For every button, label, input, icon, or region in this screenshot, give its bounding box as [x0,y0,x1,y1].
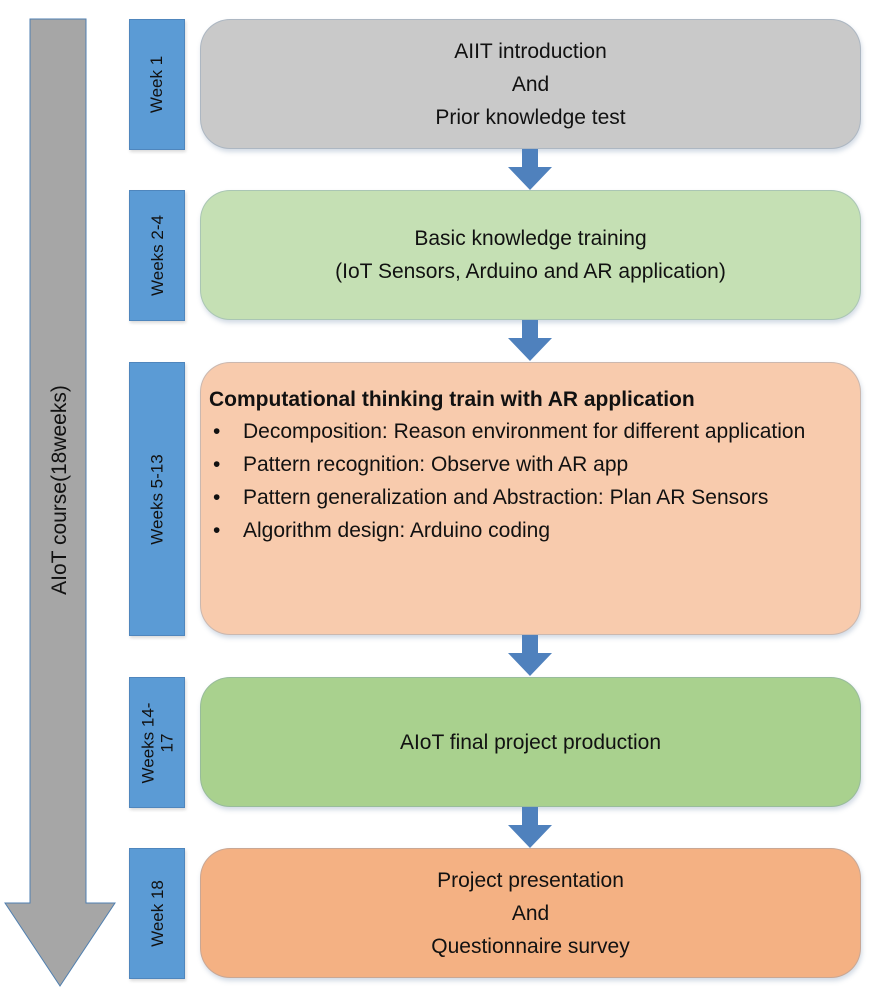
stage-text-line: Questionnaire survey [431,934,630,958]
stage-box-final-project: AIoT final project production [200,677,861,807]
list-item: • Decomposition: Reason environment for d… [209,415,805,448]
flow-arrow-down-icon [508,320,552,361]
flow-arrow-down-icon [508,807,552,848]
course-label-text: AIoT course(18weeks) [48,385,72,595]
stage-text-line: Basic knowledge training [414,227,647,250]
stage-text-line: AIoT final project production [399,730,662,754]
list-item: • Pattern generalization and Abstraction:… [209,481,805,514]
week-tab-label-line1: Weeks 14- [138,702,158,783]
bullet-icon: • [213,486,221,509]
week-tab-4: Weeks 14- 17 [129,677,185,808]
stage-text-line: (IoT Sensors, Arduino and AR application… [335,260,726,283]
week-tab-3: Weeks 5-13 [129,362,185,636]
bullet-icon: • [213,519,221,542]
week-tab-label: Weeks 5-13 [147,453,167,545]
stage-text-line: And [511,72,550,96]
course-label: AIoT course(18weeks) [30,350,90,630]
stage-text-line: AIIT introduction [454,39,607,63]
bullet-icon: • [213,453,221,476]
stage-text-line: Prior knowledge test [435,105,626,129]
week-tab-5: Week 18 [129,848,185,979]
stage-box-intro: AIIT introduction And Prior knowledge te… [200,19,861,149]
bullet-icon: • [213,420,221,443]
list-item-text: Pattern recognition: Observe with AR app [243,453,629,476]
list-item: • Algorithm design: Arduino coding [209,514,805,547]
stage-box-basic-training: Basic knowledge training (IoT Sensors, A… [200,190,861,320]
stage-text-line: Project presentation [437,868,624,892]
stage-heading: Computational thinking train with AR app… [209,388,695,411]
list-item-text: Pattern generalization and Abstraction: … [243,486,769,509]
stage-text-line: And [511,901,550,925]
week-tab-label: Weeks 2-4 [147,215,167,296]
week-tab-2: Weeks 2-4 [129,190,185,321]
stage-bullet-list: • Decomposition: Reason environment for d… [209,415,805,547]
flow-arrow-down-icon [508,149,552,190]
course-timeline-arrow [4,18,116,987]
flow-arrow-down-icon [508,635,552,676]
stage-box-presentation: Project presentation And Questionnaire s… [200,848,861,978]
week-tab-label: Weeks 14- 17 [138,702,176,783]
list-item-text: Algorithm design: Arduino coding [243,519,551,542]
week-tab-label-line2: 17 [157,733,177,752]
week-tab-label: Week 18 [147,880,167,947]
stage-box-computational-thinking: Computational thinking train with AR app… [200,362,861,635]
list-item: • Pattern recognition: Observe with AR ap… [209,448,805,481]
list-item-text: Decomposition: Reason environment for di… [243,420,806,443]
week-tab-1: Week 1 [129,19,185,150]
week-tab-label: Week 1 [147,55,167,114]
